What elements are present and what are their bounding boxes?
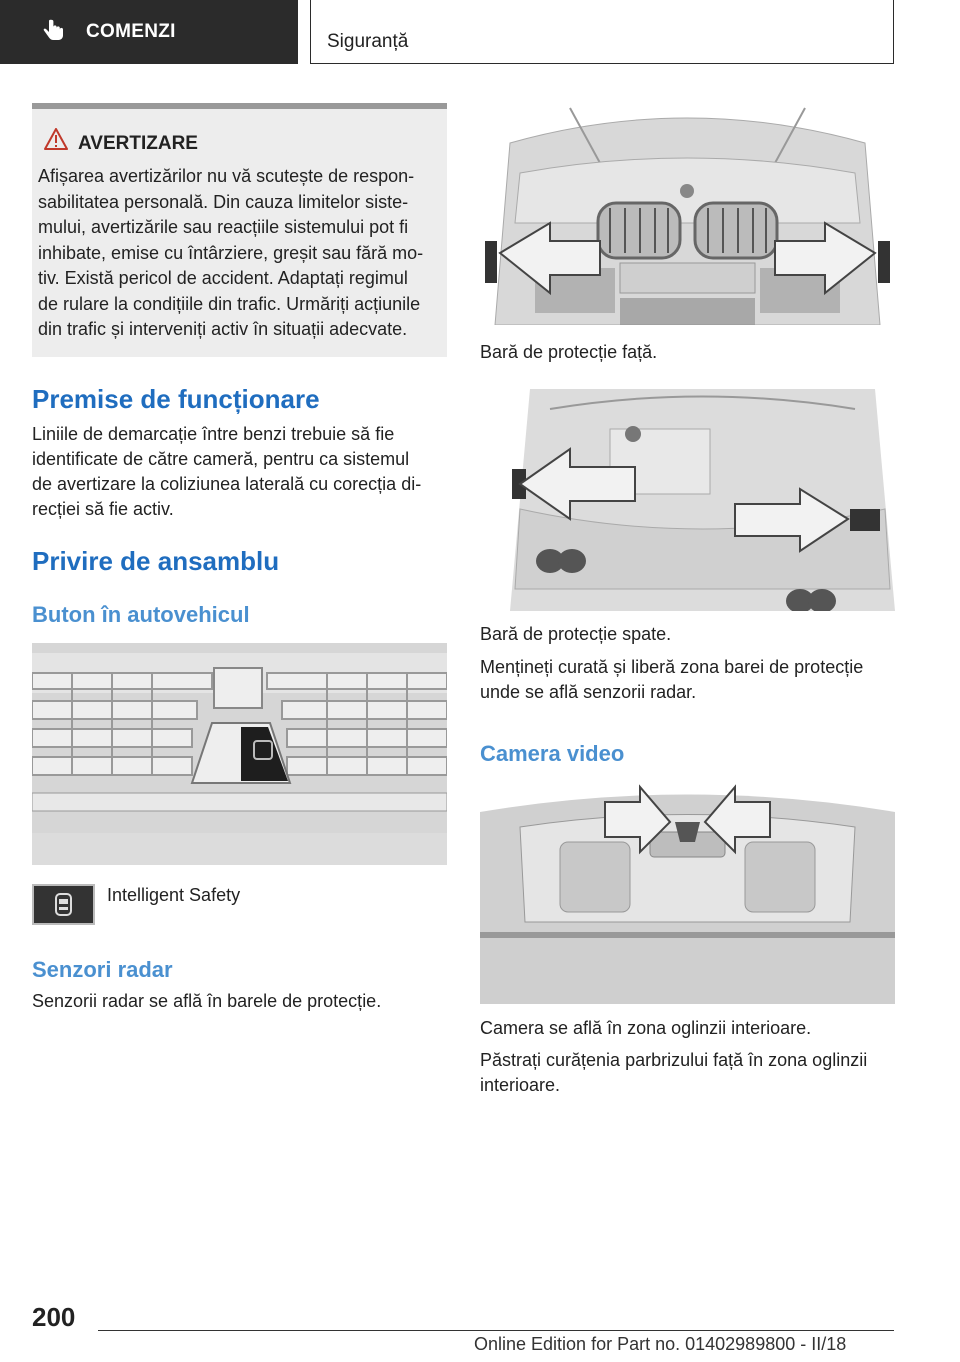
warning-box (32, 103, 447, 357)
car-safety-icon (55, 893, 72, 916)
warning-line: sabilitatea personală. Din cauza limitel… (38, 191, 409, 212)
camera-location-image (480, 782, 895, 1004)
rear-bumper-illustration (510, 389, 895, 611)
paragraph-line: identificate de către cameră, pentru ca … (32, 449, 410, 469)
chapter-tab-label: Siguranță (327, 31, 409, 52)
paragraph-line: Păstrați curățenia parbrizului față în z… (480, 1050, 868, 1070)
premise-paragraph: Liniile de demarcație între benzi trebui… (32, 422, 452, 522)
warning-line: inhibate, emise cu întârziere, greșit sa… (38, 242, 424, 263)
button-location-image (32, 643, 447, 865)
warning-title: AVERTIZARE (78, 133, 198, 154)
heading-premise: Premise de funcționare (32, 384, 320, 414)
radar-text: Senzorii radar se află în barele de prot… (32, 991, 382, 1011)
heading-camera: Camera video (480, 741, 625, 766)
section-tab-label: COMENZI (86, 21, 176, 42)
chapter-tab[interactable]: Siguranță (310, 0, 894, 64)
keep-clean-paragraph: Mențineți curată și liberă zona barei de… (480, 655, 900, 705)
paragraph-line: recției să fie activ. (32, 499, 174, 519)
section-tab[interactable]: COMENZI (0, 0, 298, 64)
button-caption: Intelligent Safety (107, 885, 241, 905)
interior-illustration (480, 782, 895, 1004)
rear-bumper-caption: Bară de protecție spate. (480, 624, 672, 644)
front-bumper-image (480, 103, 895, 325)
warning-triangle-icon (44, 128, 68, 150)
footer-edition: Online Edition for Part no. 01402989800 … (474, 1334, 847, 1354)
warning-line: de rulare la condițiile din trafic. Urmă… (38, 293, 421, 314)
heading-button: Buton în autovehicul (32, 602, 250, 627)
front-bumper-caption: Bară de protecție față. (480, 342, 658, 362)
paragraph-line: Liniile de demarcație între benzi trebui… (32, 424, 395, 444)
footer-divider (98, 1330, 894, 1331)
page-number: 200 (32, 1302, 76, 1332)
warning-line: mului, avertizările sau reacțiile sistem… (38, 217, 409, 237)
paragraph-line: Mențineți curată și liberă zona barei de… (480, 657, 864, 677)
warning-top-bar (32, 103, 447, 109)
paragraph-line: interioare. (480, 1075, 561, 1095)
camera-caption: Camera se află în zona oglinzii interioa… (480, 1018, 812, 1038)
rear-bumper-image (510, 389, 895, 611)
warning-line: din trafic și interveniți activ în situa… (38, 319, 408, 339)
dashboard-illustration (32, 643, 447, 865)
intelligent-safety-button[interactable] (32, 884, 95, 925)
warning-line: tiv. Există pericol de accident. Adaptaț… (38, 268, 408, 288)
front-bumper-illustration (480, 103, 895, 325)
heading-overview: Privire de ansamblu (32, 546, 280, 576)
warning-line: Afișarea avertizărilor nu vă scutește de… (38, 166, 415, 186)
warning-text: Afișarea avertizărilor nu vă scutește de… (38, 164, 442, 343)
pointing-hand-icon (43, 19, 63, 40)
windshield-paragraph: Păstrați curățenia parbrizului față în z… (480, 1048, 900, 1098)
paragraph-line: de avertizare la coliziunea laterală cu … (32, 474, 422, 494)
paragraph-line: unde se află senzorii radar. (480, 682, 697, 702)
heading-radar: Senzori radar (32, 957, 173, 982)
